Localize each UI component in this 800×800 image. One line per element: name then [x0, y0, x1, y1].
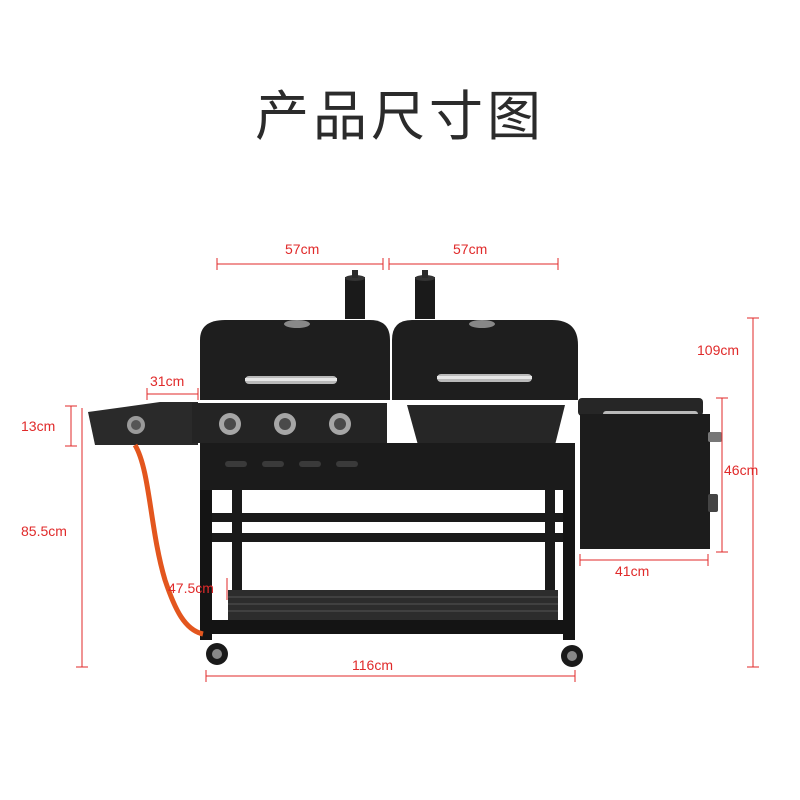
charcoal-grill-body	[390, 443, 575, 490]
dim-label-right-lid-width: 57cm	[453, 241, 488, 257]
gas-hose	[132, 443, 204, 637]
dim-label-side-shelf-width: 31cm	[150, 373, 185, 389]
charcoal-tray	[407, 405, 565, 445]
left-grill-lid	[200, 320, 390, 400]
left-thermometer-icon	[284, 320, 310, 328]
front-left-leg	[200, 490, 212, 640]
right-thermometer-icon	[469, 320, 495, 328]
dim-label-work-surface-height: 85.5cm	[21, 523, 67, 539]
left-chimney	[345, 277, 365, 319]
dim-label-total-length: 116cm	[352, 657, 393, 673]
offset-firebox	[580, 414, 710, 549]
front-right-leg	[563, 490, 575, 640]
bottom-mesh-shelf	[228, 590, 558, 620]
page-title: 产品尺寸图	[255, 85, 545, 148]
dim-label-total-height: 109cm	[697, 342, 740, 358]
bottom-shelf-frame	[212, 620, 563, 634]
dim-label-left-lid-width: 57cm	[285, 241, 320, 257]
dim-label-firebox-width: 41cm	[615, 563, 650, 579]
right-grill-lid	[392, 320, 578, 400]
dim-label-firebox-height: 46cm	[724, 462, 759, 478]
dim-label-base-height: 47.5cm	[168, 580, 214, 596]
dim-label-side-shelf-height: 13cm	[21, 418, 56, 434]
right-chimney	[415, 277, 435, 319]
grill-picture	[88, 270, 722, 667]
dimension-lines	[65, 258, 759, 682]
